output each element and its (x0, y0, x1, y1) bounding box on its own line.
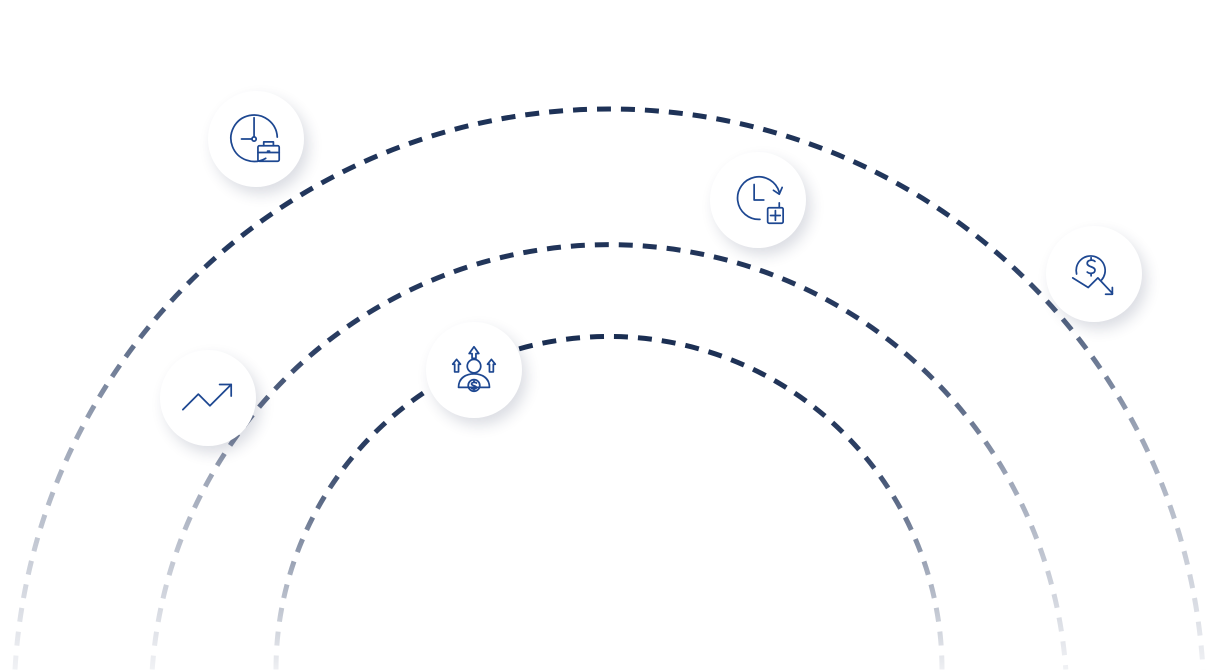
node-dollar-down[interactable] (1046, 226, 1142, 322)
node-trend-up[interactable] (160, 350, 256, 446)
middle-arc (149, 242, 1069, 670)
outer-arc (12, 106, 1206, 670)
inner-arc (273, 334, 945, 670)
person-dollar-growth-icon (451, 345, 497, 393)
node-clock-plus[interactable] (710, 152, 806, 248)
clock-plus-icon (736, 175, 785, 225)
trend-up-icon (181, 383, 233, 411)
node-person-dollar-growth[interactable] (426, 322, 522, 418)
clock-briefcase-icon (230, 114, 281, 163)
dollar-decline-icon (1071, 255, 1114, 296)
node-clock-briefcase[interactable] (208, 91, 304, 187)
